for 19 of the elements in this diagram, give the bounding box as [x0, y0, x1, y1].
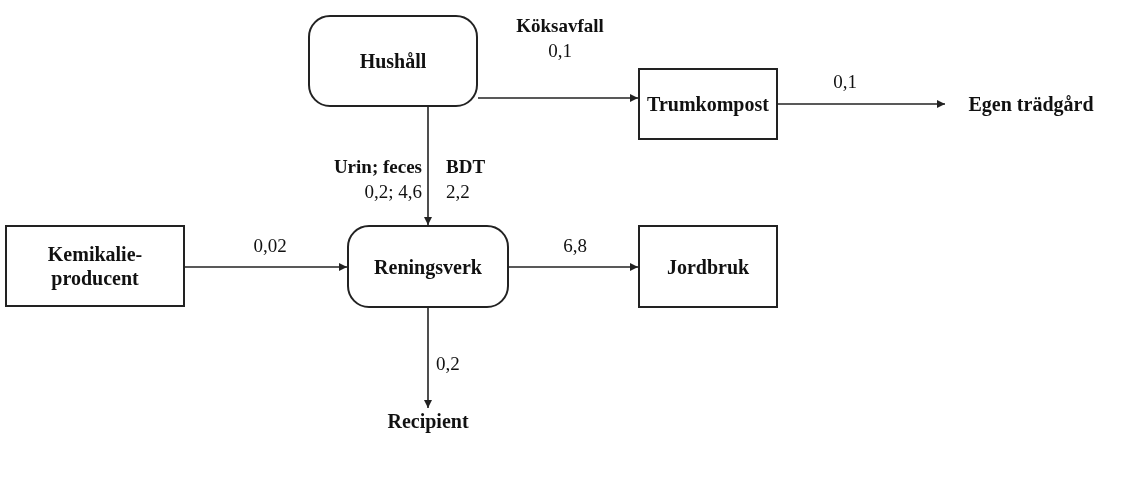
- process-box: Kemikalie-producent: [5, 225, 185, 307]
- edge-label: 6,8: [562, 234, 588, 258]
- arrow: [424, 307, 432, 409]
- arrow: [424, 106, 432, 226]
- edge-label: 0,1: [832, 70, 858, 94]
- edge-label: Köksavfall 0,1: [515, 14, 605, 63]
- process-box: Hushåll: [308, 15, 478, 107]
- flow-label: BDT: [446, 155, 487, 179]
- edge-label: Urin; feces 0,2; 4,6: [332, 155, 422, 204]
- arrow: [508, 263, 639, 271]
- edge-label: 0,02: [252, 234, 288, 258]
- arrow: [777, 100, 946, 108]
- arrow: [477, 94, 639, 102]
- arrow: [184, 263, 348, 271]
- flow-label: 2,2: [446, 180, 471, 204]
- process-box: Trumkompost: [638, 68, 778, 140]
- edge-label: 0,2: [436, 352, 461, 376]
- process-box: Reningsverk: [347, 225, 509, 308]
- process-box: Jordbruk: [638, 225, 778, 308]
